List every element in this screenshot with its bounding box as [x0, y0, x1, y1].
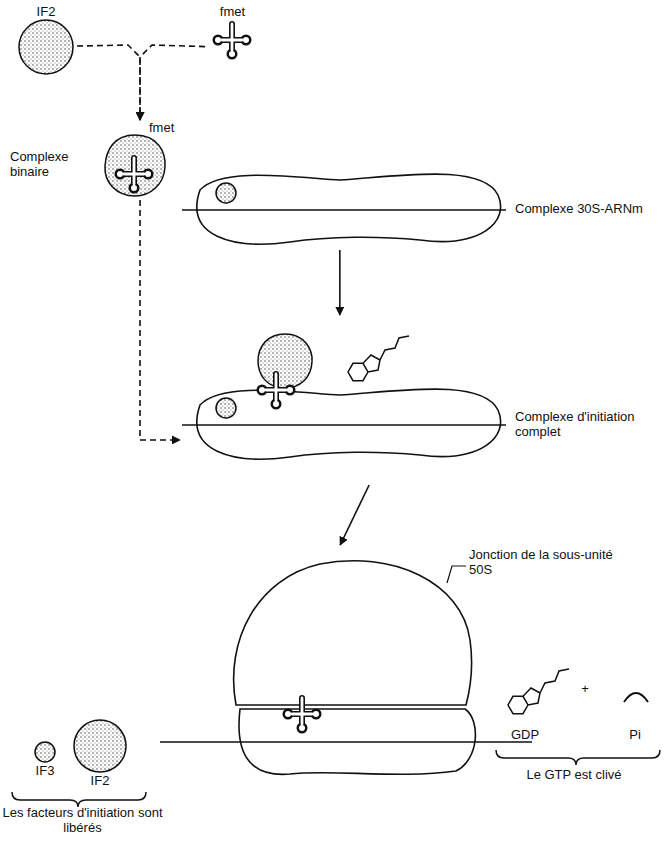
factor-circle — [216, 183, 236, 203]
diagram-node: IF3 — [25, 738, 65, 788]
diagram-node: Jonction de la sous-unité 50S — [155, 545, 625, 785]
leader-line — [447, 566, 466, 583]
free-label: Pi — [614, 728, 656, 743]
small-subunit — [197, 174, 501, 244]
factor-circle — [19, 20, 73, 74]
node-label: fmet — [149, 121, 183, 136]
gdp-symbol — [508, 669, 569, 714]
small-subunit — [197, 389, 501, 459]
node-shape — [25, 738, 65, 788]
factor-circle — [35, 742, 55, 762]
connector-arrow — [340, 485, 369, 545]
connector-arrow — [77, 45, 140, 120]
mrna-strand — [160, 741, 532, 742]
phosphate-symbol — [624, 693, 648, 702]
bracket — [496, 750, 660, 765]
free-label: Le GTP est clivé — [488, 768, 660, 783]
mrna-strand — [182, 424, 506, 425]
connector-arrow — [140, 45, 205, 120]
free-label: + — [575, 682, 595, 697]
trna-symbol — [213, 24, 252, 60]
diagram-node: Complexe binaire fmet — [10, 120, 180, 200]
trna-symbol — [283, 698, 322, 734]
node-label: Jonction de la sous-unité 50S — [469, 548, 621, 578]
connector-arrow — [140, 200, 180, 440]
factor-circle — [216, 398, 236, 418]
free-label: Les facteurs d'initiation sont libérés — [0, 806, 165, 836]
factor-circle — [74, 720, 126, 772]
node-shape — [155, 545, 625, 785]
node-label: IF2 — [70, 774, 130, 789]
factor-blob — [105, 135, 165, 196]
diagram-node: fmet — [205, 5, 260, 69]
free-label: GDP — [498, 728, 552, 743]
node-label: IF2 — [15, 5, 77, 20]
node-label: Complexe binaire — [10, 150, 98, 180]
diagram-node: Complexe d'initiation complet — [180, 315, 660, 485]
node-label: fmet — [205, 5, 260, 20]
large-subunit — [234, 561, 472, 705]
connector-arrow — [339, 250, 341, 315]
diagram-node: IF2 — [70, 720, 130, 791]
diagram-node: Complexe 30S-ARNm — [180, 165, 660, 250]
diagram-node: IF2 — [15, 5, 77, 77]
trna-symbol — [115, 158, 154, 194]
bracket — [12, 792, 146, 807]
node-label: Complexe d'initiation complet — [515, 410, 647, 440]
mrna-strand — [182, 209, 506, 210]
node-label: Complexe 30S-ARNm — [515, 202, 657, 217]
gtp-symbol — [348, 336, 409, 381]
node-shape — [180, 315, 660, 485]
node-label: IF3 — [25, 764, 65, 779]
factor-blob — [258, 334, 312, 388]
trna-symbol — [257, 374, 296, 410]
